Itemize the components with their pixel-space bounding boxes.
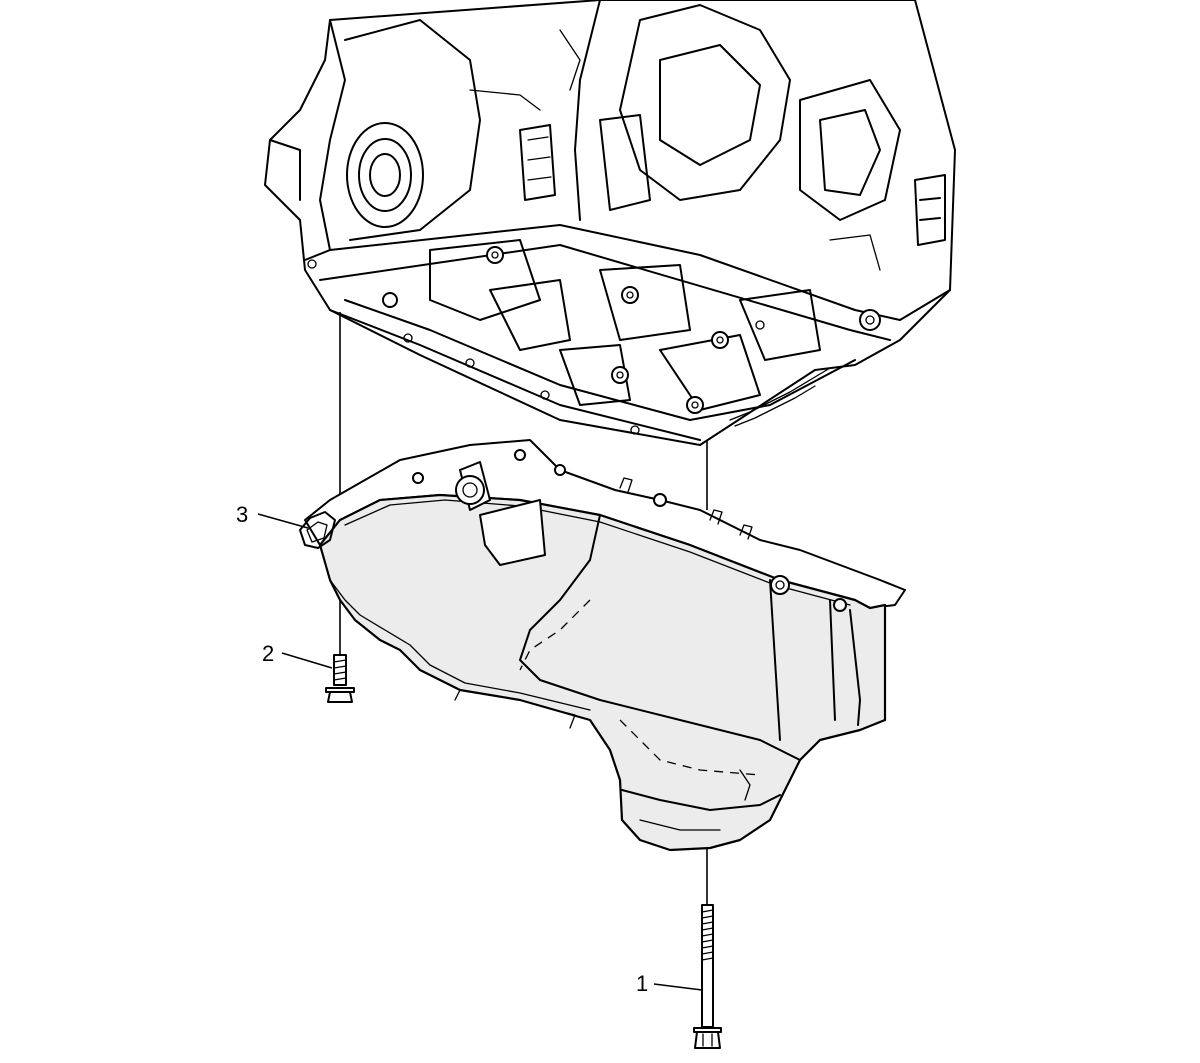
oil-pan [304,439,906,852]
callout-label-2: 2 [262,641,274,666]
oil-pan-short-bolt [325,654,355,703]
oil-pan-gasket [299,511,336,549]
engine-block [264,0,956,446]
leader-line-3 [257,513,309,529]
callout-2: 2 [262,641,333,669]
oil-pan-long-bolt [693,904,722,1049]
callout-label-3: 3 [236,502,248,527]
callout-label-1: 1 [636,971,648,996]
drain-plug [455,475,485,505]
callout-1: 1 [636,971,703,996]
leader-line-1 [653,983,703,991]
leader-line-2 [281,652,333,669]
callout-3: 3 [236,502,309,529]
